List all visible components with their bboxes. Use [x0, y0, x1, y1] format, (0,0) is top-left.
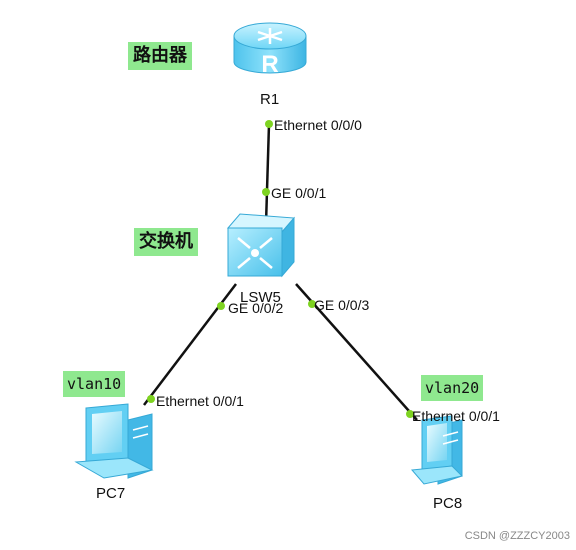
- port-label-pc7-eth001: Ethernet 0/0/1: [156, 393, 244, 409]
- port-dot-r1-eth000[interactable]: [265, 120, 273, 128]
- link-r1-lsw5[interactable]: [264, 123, 271, 225]
- switch-icon[interactable]: [226, 213, 296, 278]
- link-lsw5-pc8[interactable]: [295, 283, 418, 421]
- pc7-tag: vlan10: [63, 371, 126, 397]
- pc8-name: PC8: [433, 495, 463, 512]
- port-dot-lsw5-ge001[interactable]: [262, 188, 270, 196]
- port-label-lsw5-ge001: GE 0/0/1: [271, 185, 327, 201]
- port-label-r1-eth000: Ethernet 0/0/0: [274, 117, 362, 133]
- port-dot-lsw5-ge002[interactable]: [217, 302, 225, 310]
- port-label-lsw5-ge002: GE 0/0/2: [228, 300, 284, 316]
- router-name: R1: [260, 91, 280, 108]
- link-lsw5-pc7[interactable]: [143, 283, 237, 406]
- port-dot-pc8-eth001[interactable]: [406, 410, 414, 418]
- pc8-tag: vlan20: [421, 375, 484, 401]
- port-dot-pc7-eth001[interactable]: [147, 395, 155, 403]
- port-dot-lsw5-ge003[interactable]: [308, 300, 316, 308]
- port-label-lsw5-ge003: GE 0/0/3: [314, 297, 370, 313]
- pc7-name: PC7: [96, 485, 126, 502]
- svg-text:R: R: [261, 51, 278, 78]
- switch-tag: 交换机: [134, 228, 198, 256]
- port-label-pc8-eth001: Ethernet 0/0/1: [412, 408, 500, 424]
- router-tag: 路由器: [128, 42, 192, 70]
- router-icon[interactable]: R: [233, 22, 307, 78]
- pc7-icon[interactable]: [74, 403, 154, 479]
- pc8-icon[interactable]: [410, 415, 464, 485]
- watermark: CSDN @ZZZCY2003: [464, 530, 570, 542]
- switch-name: LSW5: [240, 289, 281, 306]
